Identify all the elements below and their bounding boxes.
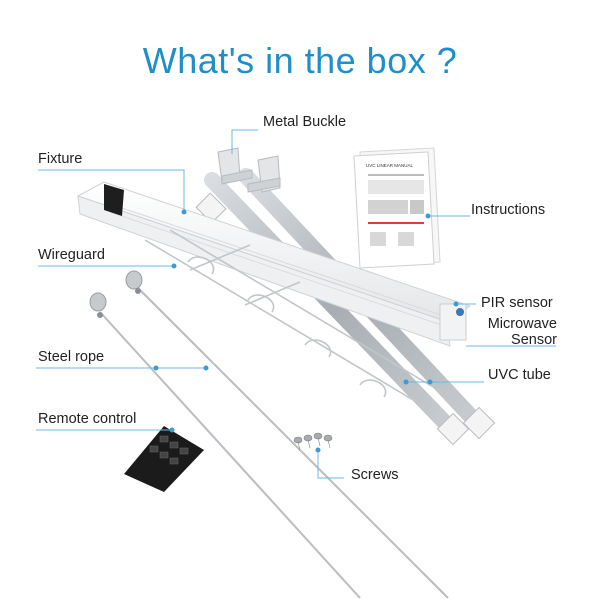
- page-title: What's in the box ?: [142, 40, 458, 81]
- leader-lines: [36, 129, 556, 479]
- screws-illustration: [293, 432, 333, 451]
- fixture-illustration: [76, 181, 472, 347]
- label-steel-rope: Steel rope: [38, 349, 105, 365]
- label-instructions: Instructions: [471, 202, 546, 218]
- label-wireguard: Wireguard: [38, 247, 105, 263]
- label-uvc-tube: UVC tube: [488, 367, 551, 383]
- label-microwave-line1: Microwave: [487, 316, 557, 332]
- wireguard-illustration: [144, 229, 456, 411]
- label-microwave-line2: Sensor: [511, 332, 557, 348]
- label-microwave-sensor: Microwave Sensor: [470, 316, 557, 348]
- instructions-illustration: UVC LINEAR MANUAL: [353, 147, 441, 269]
- label-screws: Screws: [351, 467, 399, 483]
- steel-rope-illustration: [89, 270, 449, 599]
- remote-control-illustration: [124, 426, 204, 492]
- label-fixture: Fixture: [38, 151, 83, 167]
- leader-dots: [153, 209, 459, 453]
- label-metal-buckle: Metal Buckle: [263, 114, 347, 130]
- label-pir-sensor: PIR sensor: [481, 295, 553, 311]
- metal-buckle-illustration: [217, 147, 281, 193]
- label-remote-control: Remote control: [38, 411, 137, 427]
- manual-heading: UVC LINEAR MANUAL: [366, 163, 414, 168]
